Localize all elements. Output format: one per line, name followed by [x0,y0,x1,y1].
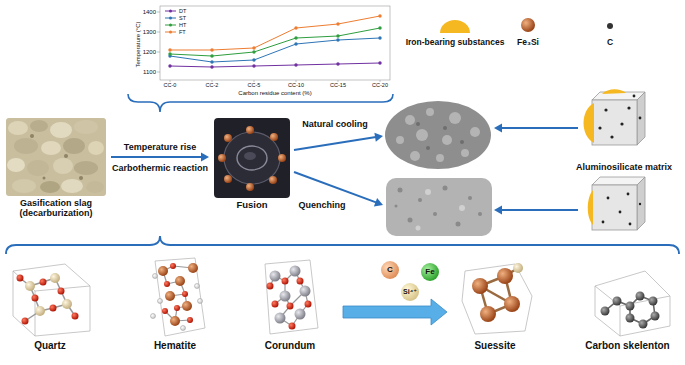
atom-label: Fe [425,267,434,276]
hematite-structure [151,258,206,336]
process-arrow [111,153,209,162]
carbon-skeleton-structure [595,271,670,336]
image-area [125,256,225,340]
matrix-label: Aluminosilicate matrix [576,162,672,172]
legend-label: HT [179,22,186,28]
tick-label: 1200 [143,49,156,56]
slag-photo [6,118,106,196]
carbon-swatch [607,23,613,29]
edge-label: Temperature rise [124,142,196,152]
legend-label: Fe₃Si [517,38,539,48]
node-label: Gasification slag (decarburization) [4,198,108,219]
bracket [6,236,679,254]
crystal-structure: Quartz [5,256,95,352]
corundum-structure [265,260,318,334]
node-label: Carbon skelenton [575,340,680,352]
tick-label: 1100 [143,69,156,76]
image-area [575,256,680,340]
temperature-chart [157,6,390,82]
node-label: Corundum [240,340,340,352]
matrix-cube [588,177,645,230]
process-label: Natural cooling [302,119,368,129]
tick-label: CC-15 [330,82,346,88]
silicon-ball [401,283,419,301]
tick-label: 1400 [143,9,156,16]
tick-label: CC-5 [248,82,261,88]
axis-title: Carbon residue content (%) [238,90,311,97]
crystal-structure: Corundum [240,256,340,352]
axis-title: Temperature (°C) [135,21,142,67]
crystal-structure: Suessite [450,256,540,352]
tick-label: CC-2 [206,82,219,88]
process-arrow [494,124,578,215]
image-area [212,116,292,200]
tick-label: CC-10 [288,82,304,88]
node-label: Suessite [450,340,540,352]
image-area [5,256,95,340]
matrix-cube [584,89,646,145]
iron-swatch [440,20,470,33]
legend-label: DT [179,8,186,14]
legend-label: ST [179,15,186,21]
tick-label: CC-20 [372,82,388,88]
node-label: Fusion [212,200,292,211]
photo-panel: Fusion [212,116,292,211]
photo-panel: Gasification slag (decarburization) [4,116,108,219]
tick-label: 1300 [143,29,156,36]
legend-label: FT [179,29,186,35]
atom-label: Si⁴⁺ [403,288,417,296]
process-arrow [343,299,447,325]
sem-quenching [386,178,492,236]
iron-ball [421,263,439,281]
carbon-ball [381,261,399,279]
node-label: Quartz [5,340,95,352]
bracket [128,94,393,112]
fe3si-swatch [521,18,535,32]
crystal-structure: Carbon skelenton [575,256,680,352]
crystal-structure: Hematite [125,256,225,352]
legend-label: C [607,38,613,48]
node-label: Hematite [125,340,225,352]
tick-label: CC-0 [164,82,177,88]
quartz-structure [13,264,90,336]
legend-label: Iron-bearing substances [406,38,505,48]
image-area [240,256,340,340]
image-area [450,256,540,340]
process-arrow [294,133,383,207]
fusion-photo [214,118,290,198]
process-label: Carbothermic reaction [112,163,208,173]
image-area [4,116,108,198]
atom-label: C [387,265,393,274]
sem-natural-cooling [385,101,491,169]
suessite-structure [462,263,532,334]
process-label: Quenching [299,200,346,210]
